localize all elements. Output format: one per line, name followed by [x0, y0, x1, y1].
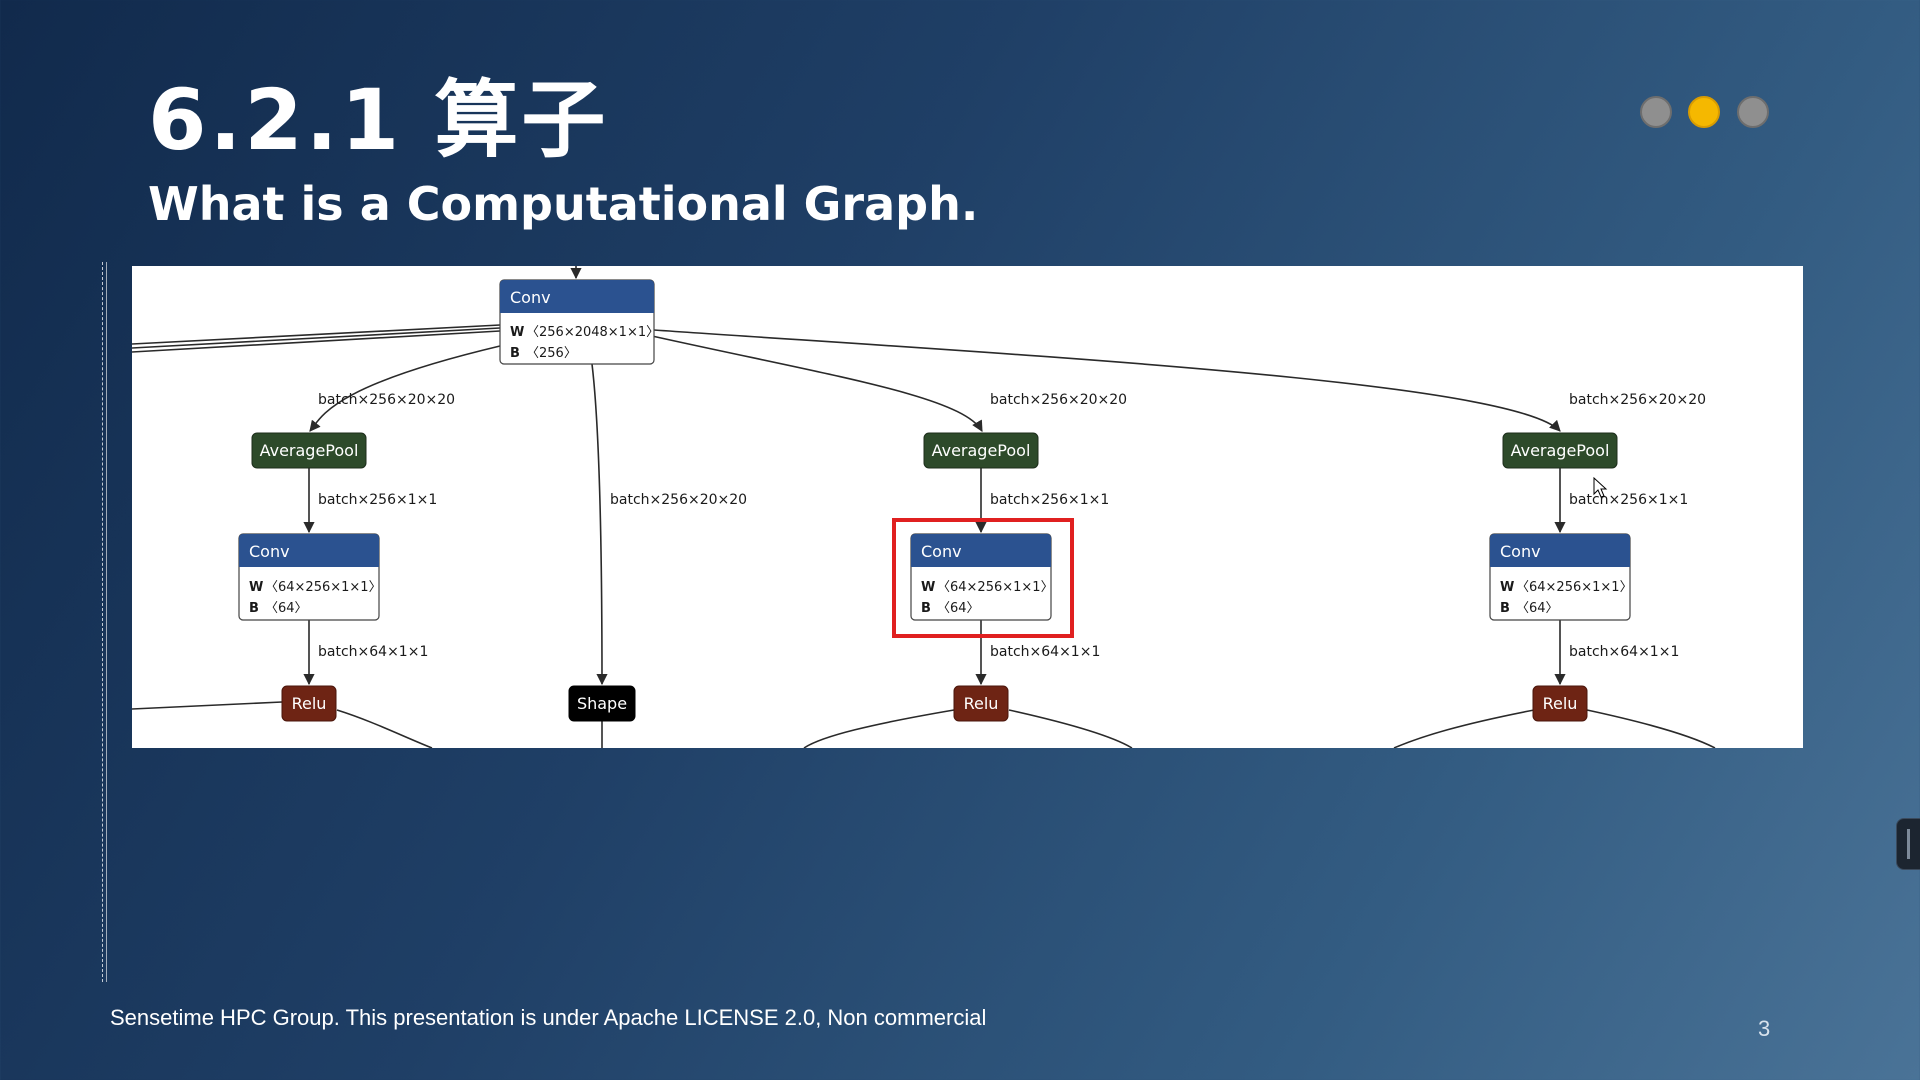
slide-title: 6.2.1 算子	[148, 71, 609, 169]
svg-text:B: B	[510, 346, 520, 361]
node-shape[interactable]: Shape	[568, 685, 636, 722]
node-op-label: Shape	[577, 694, 627, 713]
svg-text:〈64×256×1×1〉: 〈64×256×1×1〉	[1516, 580, 1633, 595]
edge-offscreen-left	[132, 701, 283, 710]
node-relu-3[interactable]: Relu	[1532, 685, 1588, 722]
node-op-label: Relu	[1543, 694, 1578, 713]
margin-guide-line	[106, 262, 107, 982]
node-op-label: Conv	[921, 542, 962, 561]
side-panel-handle[interactable]	[1896, 818, 1920, 870]
edge-label: batch×256×20×20	[610, 492, 747, 508]
edge-offscreen-left	[132, 330, 501, 353]
node-conv-top[interactable]: Conv W 〈256×2048×1×1〉 B 〈256〉	[499, 279, 659, 365]
svg-text:W: W	[249, 580, 263, 595]
edge-label: batch×256×20×20	[990, 392, 1127, 408]
edge-label: batch×256×1×1	[318, 492, 437, 508]
margin-guide-line	[102, 262, 103, 982]
node-conv-3[interactable]: Conv W 〈64×256×1×1〉 B 〈64〉	[1489, 533, 1633, 621]
progress-dot-3[interactable]	[1737, 96, 1769, 128]
mouse-cursor-icon	[1593, 477, 1608, 498]
page-number: 3	[1758, 1016, 1771, 1041]
svg-text:W: W	[1500, 580, 1514, 595]
node-op-label: Relu	[964, 694, 999, 713]
edge-relu-3-out-right	[1586, 709, 1716, 748]
node-op-label: Relu	[292, 694, 327, 713]
svg-text:〈256×2048×1×1〉: 〈256×2048×1×1〉	[526, 325, 659, 340]
edge-label: batch×256×20×20	[318, 392, 455, 408]
svg-text:〈256〉: 〈256〉	[526, 346, 577, 361]
edge-relu-3-out-left	[1393, 709, 1535, 748]
edge-relu-2-out-left	[803, 709, 955, 748]
highlight-box	[892, 518, 1074, 638]
edge-conv-top-to-shape	[591, 363, 608, 686]
svg-text:B: B	[921, 601, 931, 616]
edge-conv-top-to-avgpool-1	[309, 345, 501, 432]
node-conv-2-highlighted[interactable]: Conv W 〈64×256×1×1〉 B 〈64〉	[910, 533, 1054, 621]
edge-label: batch×256×20×20	[1569, 392, 1706, 408]
edge-label: batch×256×1×1	[990, 492, 1109, 508]
edge-relu-1-out	[336, 709, 433, 748]
svg-text:〈64〉: 〈64〉	[265, 601, 308, 616]
svg-text:〈64×256×1×1〉: 〈64×256×1×1〉	[937, 580, 1054, 595]
svg-text:W: W	[921, 580, 935, 595]
svg-text:〈64〉: 〈64〉	[1516, 601, 1559, 616]
node-op-label: AveragePool	[260, 441, 359, 460]
edge-labels: batch×256×20×20 batch×256×20×20 batch×25…	[318, 392, 1706, 660]
edge-relu-2-out-right	[1008, 709, 1133, 748]
edge-conv-top-to-avgpool-3	[653, 329, 1561, 432]
svg-text:W: W	[510, 325, 524, 340]
edge-label: batch×256×1×1	[1569, 492, 1688, 508]
progress-dot-1[interactable]	[1640, 96, 1672, 128]
node-relu-2[interactable]: Relu	[953, 685, 1009, 722]
svg-text:〈64〉: 〈64〉	[937, 601, 980, 616]
progress-dot-2-active[interactable]	[1688, 96, 1720, 128]
node-op-label: AveragePool	[1511, 441, 1610, 460]
node-averagepool-1[interactable]: AveragePool	[251, 432, 367, 469]
node-relu-1[interactable]: Relu	[281, 685, 337, 722]
svg-text:B: B	[249, 601, 259, 616]
edge-label: batch×64×1×1	[990, 644, 1100, 660]
node-averagepool-2[interactable]: AveragePool	[923, 432, 1039, 469]
edge-offscreen-left	[132, 327, 501, 349]
edge-conv-top-to-avgpool-2	[651, 335, 983, 432]
svg-text:〈64×256×1×1〉: 〈64×256×1×1〉	[265, 580, 382, 595]
edge-label: batch×64×1×1	[1569, 644, 1679, 660]
edge-label: batch×64×1×1	[318, 644, 428, 660]
slide-subtitle: What is a Computational Graph.	[148, 177, 979, 231]
edge-offscreen-left	[132, 324, 501, 345]
node-op-label: Conv	[249, 542, 290, 561]
svg-text:B: B	[1500, 601, 1510, 616]
node-conv-1[interactable]: Conv W 〈64×256×1×1〉 B 〈64〉	[238, 533, 382, 621]
node-averagepool-3[interactable]: AveragePool	[1502, 432, 1618, 469]
node-op-label: AveragePool	[932, 441, 1031, 460]
graph-edges	[132, 266, 1716, 748]
node-op-label: Conv	[1500, 542, 1541, 561]
computational-graph-screenshot: batch×256×20×20 batch×256×20×20 batch×25…	[132, 266, 1803, 748]
node-op-label: Conv	[510, 288, 551, 307]
footer-license-text: Sensetime HPC Group. This presentation i…	[110, 1005, 987, 1030]
